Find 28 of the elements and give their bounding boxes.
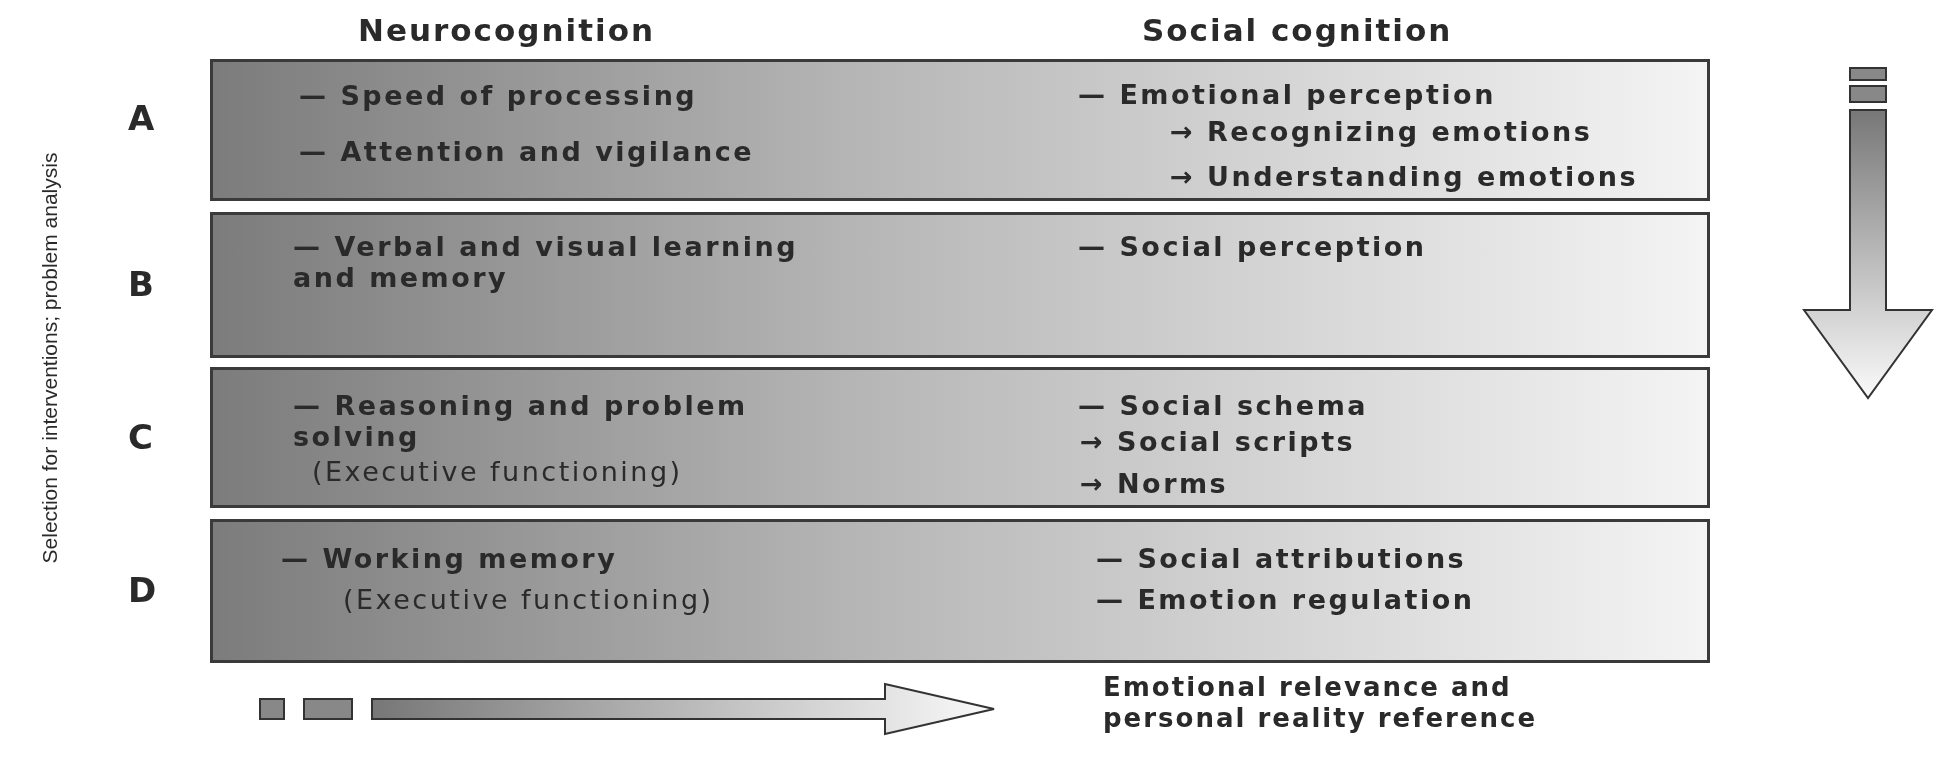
list-item: (Executive functioning) [312, 456, 683, 487]
row-letter: C [128, 417, 153, 457]
list-item: — Social schema [1078, 390, 1368, 421]
list-item: → Recognizing emotions [1170, 116, 1593, 147]
axis-label: Emotional relevance and personal reality reference [1103, 672, 1539, 734]
column-header: Neurocognition [358, 12, 655, 48]
list-item: — Emotional perception [1078, 79, 1496, 110]
list-item: — Social perception [1078, 231, 1427, 262]
list-item: → Social scripts [1080, 426, 1356, 457]
row-letter: B [128, 264, 154, 304]
list-item: — Verbal and visual learning and memory [293, 231, 799, 293]
list-item: — Working memory [281, 543, 618, 574]
list-item: (Executive functioning) [343, 584, 714, 615]
category-band [210, 519, 1710, 663]
category-band [210, 59, 1710, 201]
column-header: Social cognition [1142, 12, 1453, 48]
category-band [210, 367, 1710, 508]
list-item: — Attention and vigilance [299, 136, 755, 167]
row-letter: A [128, 98, 155, 138]
list-item: → Understanding emotions [1170, 161, 1639, 192]
list-item: → Norms [1080, 468, 1229, 499]
list-item: — Reasoning and problem solving [293, 390, 749, 452]
row-letter: D [128, 570, 157, 610]
list-item: — Speed of processing [299, 80, 698, 111]
list-item: — Emotion regulation [1096, 584, 1475, 615]
list-item: — Social attributions [1096, 543, 1467, 574]
category-band [210, 212, 1710, 358]
axis-label: Selection for interventions; problem analysis [38, 152, 62, 564]
